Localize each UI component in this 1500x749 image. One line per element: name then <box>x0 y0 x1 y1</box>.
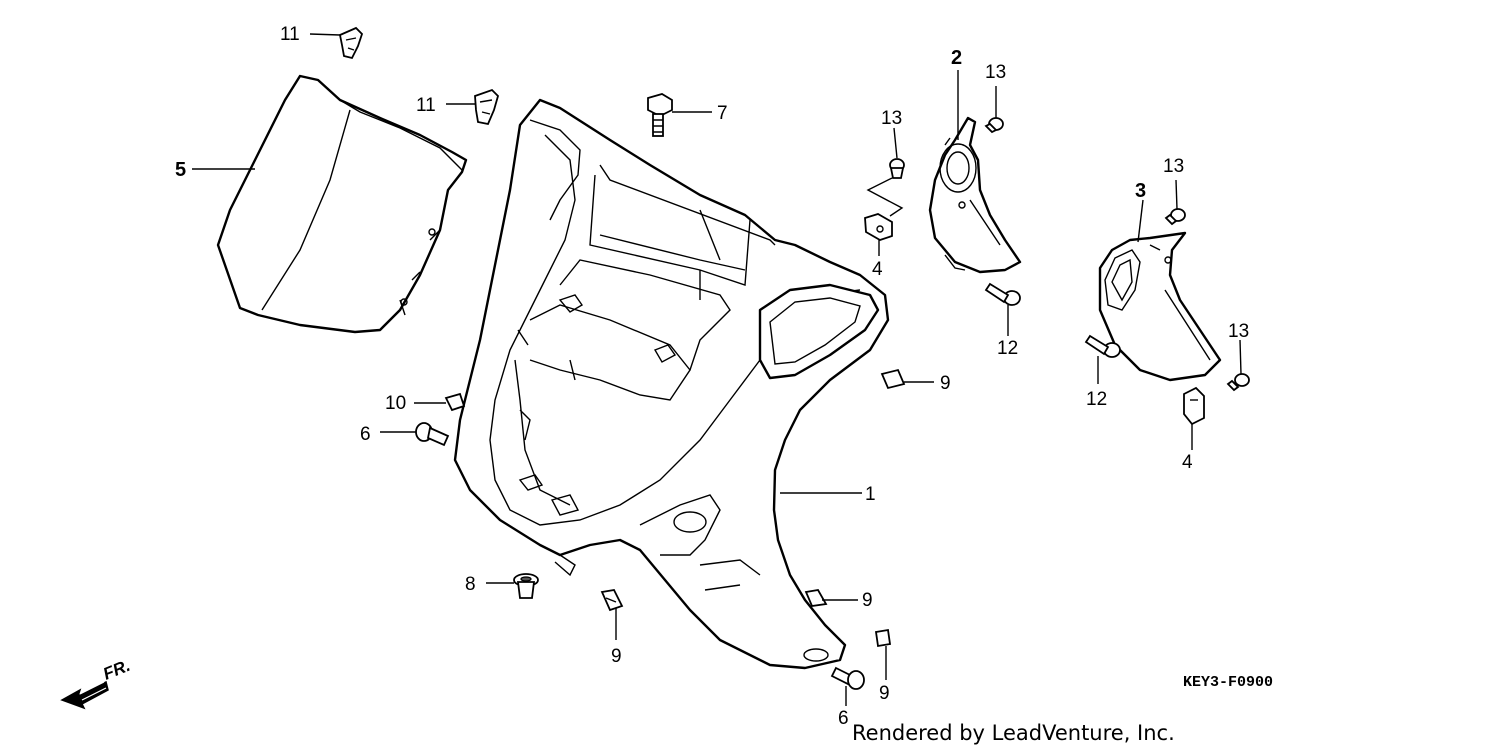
callout-9-lower-left: 9 <box>611 646 622 667</box>
part-3-inner-cover[interactable] <box>1098 231 1222 382</box>
arrow-icon <box>60 680 109 710</box>
screw-13-a[interactable] <box>889 158 905 179</box>
front-label: FR. <box>100 656 133 684</box>
bracket-4-upper[interactable] <box>864 213 893 241</box>
part-2-inner-cover[interactable] <box>928 116 1022 274</box>
credit-text: Rendered by LeadVenture, Inc. <box>852 721 1175 745</box>
callout-13-d: 13 <box>1228 321 1249 342</box>
callout-1: 1 <box>865 484 876 505</box>
callout-6-left: 6 <box>360 424 371 445</box>
front-direction-arrow: FR. <box>60 656 133 710</box>
callout-2: 2 <box>951 47 962 69</box>
bolt-12-upper[interactable] <box>984 282 1021 306</box>
callout-9-right: 9 <box>940 373 951 394</box>
nut-10[interactable] <box>444 392 466 412</box>
clip-11-upper[interactable] <box>338 26 364 60</box>
bracket-4-lower[interactable] <box>1183 386 1205 426</box>
screw-6-left[interactable] <box>415 422 450 447</box>
callout-13-b: 13 <box>985 62 1006 83</box>
callout-8: 8 <box>465 574 476 595</box>
callout-6-lower: 6 <box>838 708 849 729</box>
callout-9-lower: 9 <box>879 683 890 704</box>
callout-5: 5 <box>175 159 186 181</box>
bolt-7[interactable] <box>647 93 673 137</box>
clip-9-lower-left[interactable] <box>600 589 624 612</box>
callout-11-lower: 11 <box>416 95 436 116</box>
callout-11-upper: 11 <box>280 24 300 45</box>
screw-13-d[interactable] <box>1226 373 1250 392</box>
callout-13-a: 13 <box>881 108 902 129</box>
screw-6-lower[interactable] <box>830 666 865 690</box>
callout-9-center: 9 <box>862 590 873 611</box>
part-1-front-cover[interactable] <box>453 98 890 670</box>
callout-numbers: 11 11 7 5 10 6 8 9 1 9 9 6 9 2 13 13 4 1… <box>175 24 1249 729</box>
screw-13-c[interactable] <box>1164 208 1186 226</box>
callout-10: 10 <box>385 393 406 414</box>
callout-4-upper: 4 <box>872 259 883 280</box>
clip-9-right[interactable] <box>880 368 906 390</box>
callout-12-upper: 12 <box>997 338 1018 359</box>
callout-13-c: 13 <box>1163 156 1184 177</box>
leader-lines <box>192 33 1242 706</box>
callout-12-lower: 12 <box>1086 389 1107 410</box>
callout-4-lower: 4 <box>1182 452 1193 473</box>
part-5-top-cover[interactable] <box>216 74 468 334</box>
clip-9-center[interactable] <box>804 589 828 607</box>
callout-3: 3 <box>1135 180 1146 202</box>
screw-13-b[interactable] <box>984 117 1004 134</box>
bolt-12-lower[interactable] <box>1084 334 1121 358</box>
grommet-8[interactable] <box>513 573 539 599</box>
clip-11-lower[interactable] <box>474 88 500 126</box>
diagram-code: KEY3-F0900 <box>1183 674 1273 691</box>
clip-9-lower[interactable] <box>874 628 892 648</box>
callout-7: 7 <box>717 103 728 124</box>
